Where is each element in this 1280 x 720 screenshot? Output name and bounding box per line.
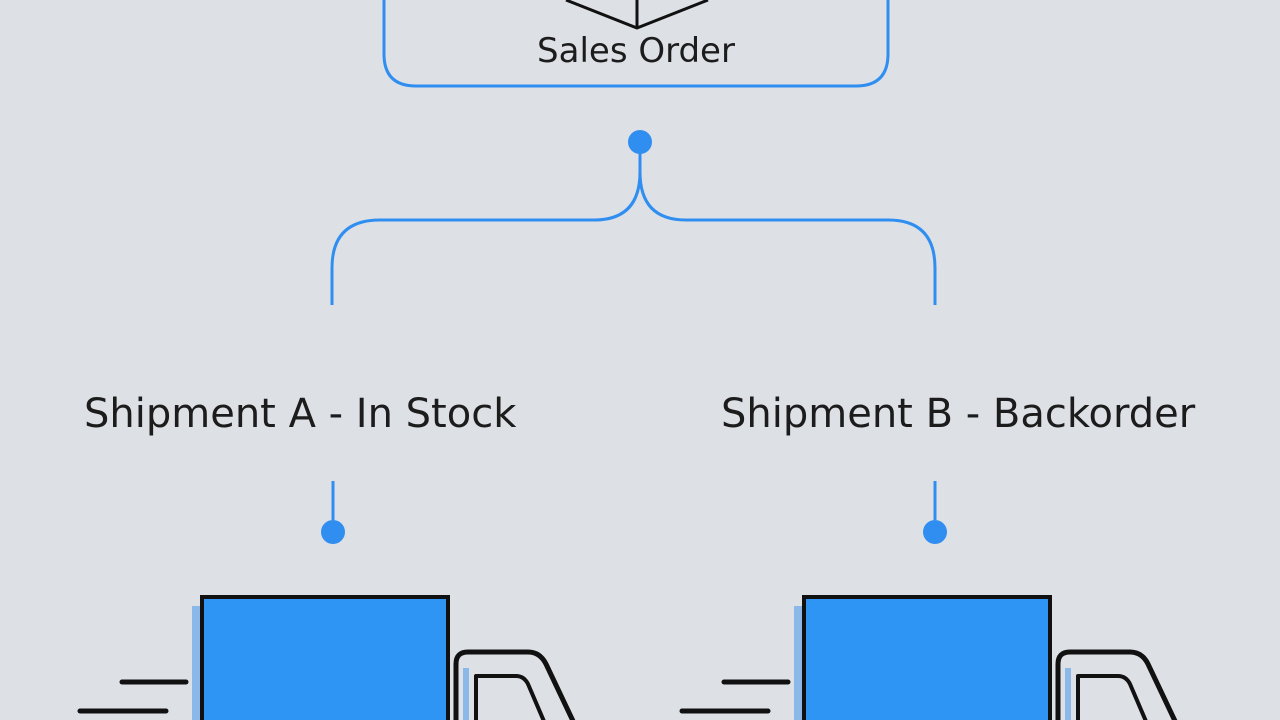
shipment-a-connector [321,481,345,544]
truck-icon [679,595,1178,720]
box-icon [565,0,709,30]
truck-cargo [802,595,1052,720]
shipment-b-label: Shipment B - Backorder [721,391,1196,437]
sales-order-label: Sales Order [537,31,735,71]
shipment-b-connector [923,481,947,544]
speed-lines [679,679,791,714]
truck-cab [1055,649,1178,720]
branch-right-line [638,142,937,305]
truck-icon [77,595,576,720]
truck-cab [453,649,576,720]
speed-lines [77,679,189,714]
branch-left-line [330,142,642,305]
shipment-a-label: Shipment A - In Stock [84,391,517,437]
truck-window [474,674,546,720]
truck-window [1076,674,1148,720]
truck-cargo [200,595,450,720]
sales-order-card [382,0,890,88]
sales-order-node [382,0,890,88]
split-connector [330,130,937,305]
